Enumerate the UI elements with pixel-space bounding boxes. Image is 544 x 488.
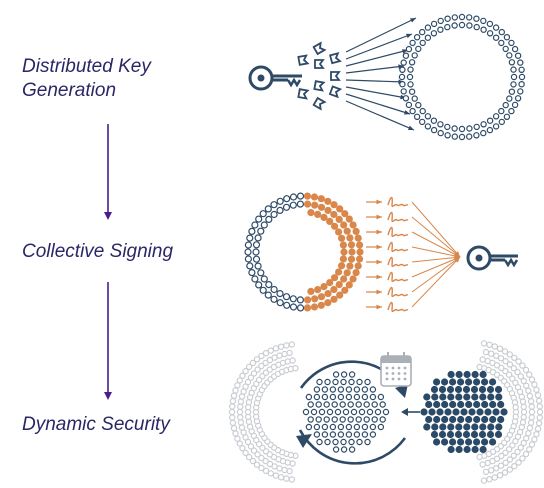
key-icon [466, 245, 519, 271]
node-ring-signing [244, 192, 364, 312]
signing-arrows [366, 199, 461, 310]
node-cluster-next [420, 370, 508, 454]
node-ring-dkg [398, 13, 526, 141]
key-fragments [297, 41, 343, 111]
node-cluster-current [302, 371, 390, 453]
faded-node-arcs-left [228, 341, 299, 483]
step-label-distributed-key-generation: Distributed Key Generation [22, 56, 151, 101]
flow-arrow-1 [104, 124, 112, 220]
step-label-dynamic-security: Dynamic Security [22, 414, 170, 435]
incoming-arrow [401, 408, 420, 416]
step-label-collective-signing: Collective Signing [22, 241, 174, 262]
calendar-icon [380, 352, 412, 387]
signature-icons [387, 196, 409, 313]
flow-arrow-2 [104, 282, 112, 400]
faded-node-arcs-right [476, 340, 544, 484]
key-icon [248, 65, 302, 91]
